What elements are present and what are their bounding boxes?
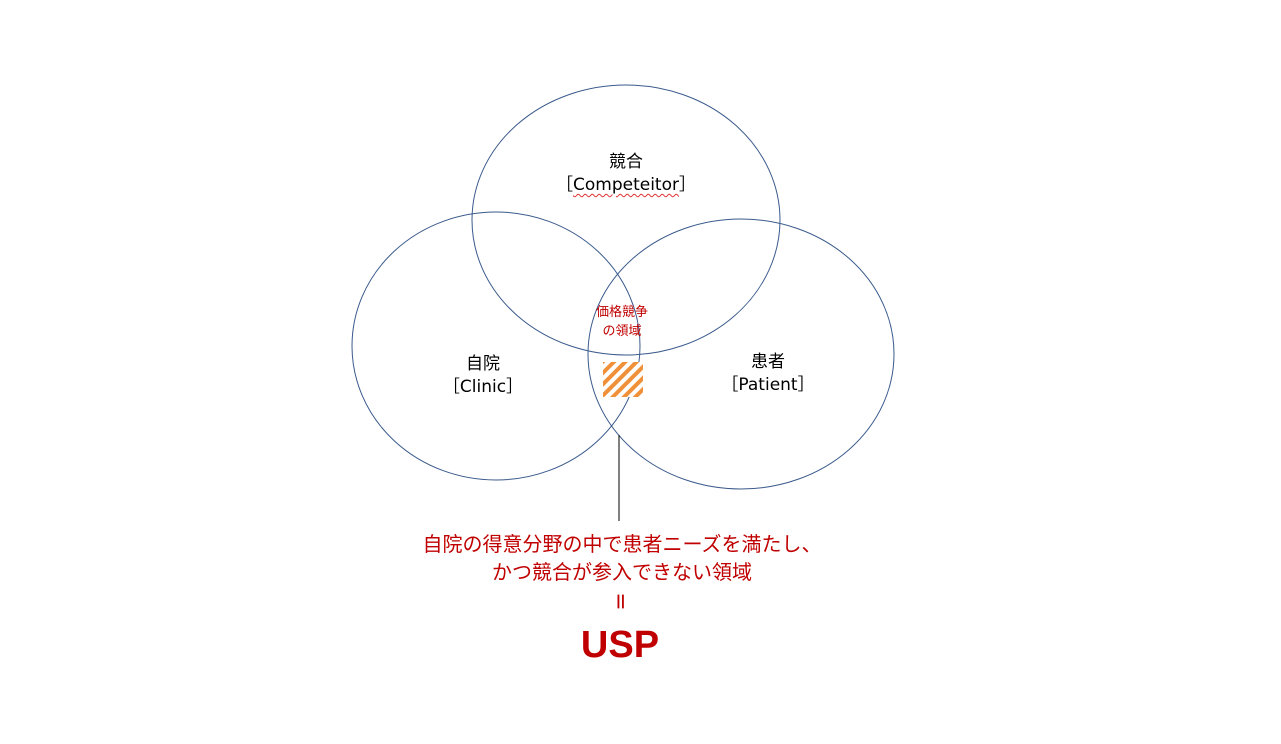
patient-english: ［Patient］ [721, 375, 815, 395]
patient-name: 患者 [750, 352, 785, 372]
clinic-label: 自院 ［Clinic］ [443, 353, 523, 399]
competitor-circle [471, 84, 781, 356]
equals-sign: = [607, 592, 633, 611]
usp-hatched-area [603, 362, 643, 397]
clinic-english-text: Clinic [459, 377, 507, 397]
competitor-english: ［Competeitor］ [556, 175, 696, 195]
competitor-english-text: Competeitor [573, 175, 679, 195]
price-competition-line1: 価格競争 [595, 305, 649, 320]
competitor-label: 競合 ［Competeitor］ [556, 151, 696, 197]
price-competition-line2: の領域 [602, 324, 642, 339]
price-competition-label: 価格競争 の領域 [596, 303, 648, 341]
patient-circle [587, 218, 895, 490]
patient-english-text: Patient [738, 375, 798, 395]
usp-description-line1: 自院の得意分野の中で患者ニーズを満たし、 [422, 532, 822, 556]
usp-description-line2: かつ競合が参入できない領域 [492, 560, 752, 584]
clinic-english: ［Clinic］ [442, 377, 524, 397]
clinic-name: 自院 [465, 354, 500, 374]
clinic-circle [351, 211, 641, 481]
usp-title: USP [580, 624, 660, 666]
usp-description: 自院の得意分野の中で患者ニーズを満たし、 かつ競合が参入できない領域 [423, 530, 822, 586]
competitor-name: 競合 [608, 152, 643, 172]
patient-label: 患者 ［Patient］ [721, 351, 814, 397]
